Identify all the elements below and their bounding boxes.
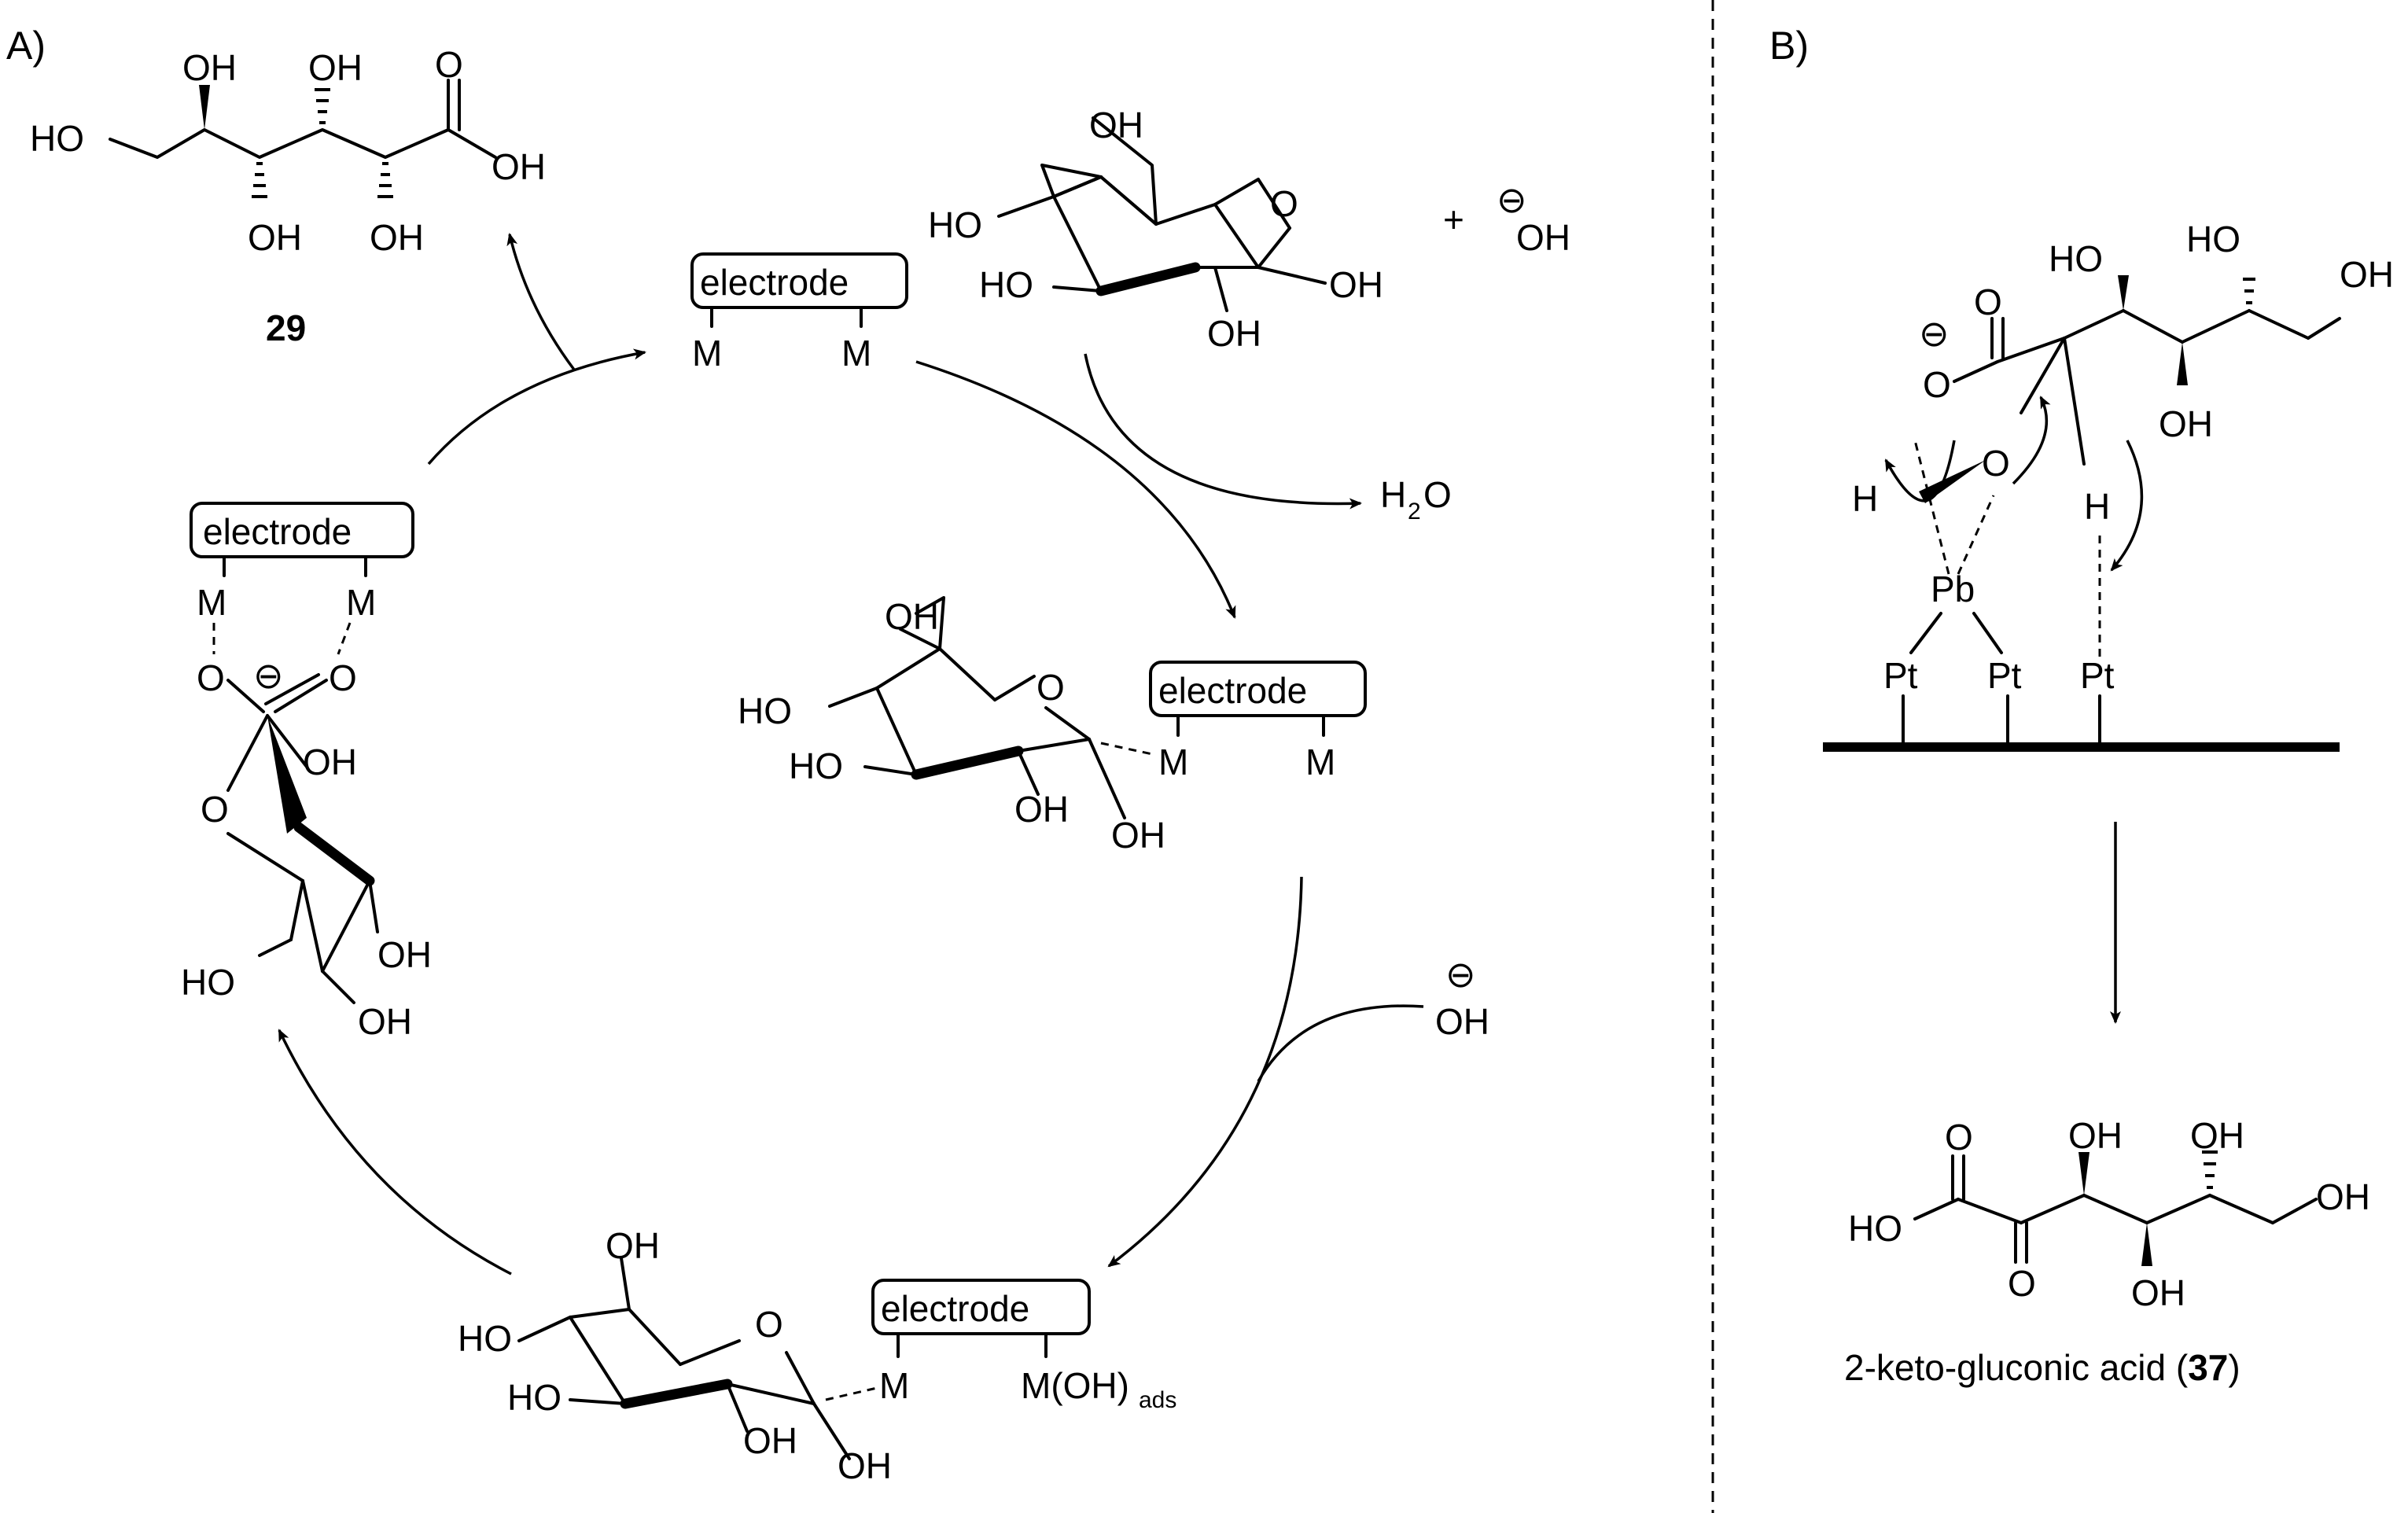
svg-text:OH: OH: [2131, 1272, 2185, 1313]
svg-text:HO: HO: [507, 1377, 561, 1418]
adsorbed-glucose-bottom: OH HO O HO OH OH electrode M M(OH) ads: [458, 1225, 1176, 1486]
svg-text:OH: OH: [743, 1420, 797, 1461]
svg-text:⊖: ⊖: [1497, 179, 1527, 220]
svg-text:⊖: ⊖: [1919, 313, 1950, 354]
glucose-reactant: OH HO O HO OH OH + ⊖ OH: [928, 105, 1570, 354]
svg-text:HO: HO: [928, 204, 982, 245]
svg-text:HO: HO: [30, 118, 84, 159]
svg-text:OH: OH: [1089, 105, 1143, 145]
svg-text:O: O: [1982, 443, 2010, 484]
svg-text:OH: OH: [606, 1225, 660, 1266]
svg-text:+: +: [1443, 199, 1464, 240]
svg-text:M(OH): M(OH): [1021, 1365, 1129, 1406]
svg-text:O: O: [1974, 282, 2002, 322]
svg-text:O: O: [1270, 183, 1298, 224]
adsorbed-glucose-right: OH HO O HO OH OH electrode M M: [738, 596, 1367, 856]
svg-text:O: O: [1945, 1117, 1973, 1158]
svg-text:⊖: ⊖: [253, 655, 284, 696]
water-label: H 2 O: [1380, 474, 1452, 525]
svg-text:Pt: Pt: [1987, 655, 2022, 696]
svg-text:HO: HO: [738, 690, 792, 731]
svg-text:OH: OH: [2190, 1115, 2244, 1156]
svg-text:OH: OH: [885, 596, 939, 637]
svg-text:OH: OH: [248, 217, 302, 258]
svg-text:O: O: [2008, 1263, 2036, 1304]
svg-text:OH: OH: [1329, 264, 1383, 305]
svg-text:M: M: [197, 582, 226, 623]
svg-text:HO: HO: [2186, 219, 2240, 260]
svg-text:OH: OH: [2068, 1115, 2123, 1156]
svg-text:OH: OH: [2316, 1176, 2370, 1217]
svg-text:Pb: Pb: [1931, 569, 1975, 609]
svg-text:OH: OH: [1014, 789, 1069, 830]
electrode-top: electrode M M: [690, 252, 908, 374]
svg-text:M: M: [1305, 742, 1335, 782]
svg-text:H: H: [1380, 474, 1406, 515]
svg-text:OH: OH: [370, 217, 424, 258]
hydroxide-lower: ⊖ OH: [1435, 954, 1489, 1042]
svg-text:HO: HO: [979, 264, 1033, 305]
svg-text:HO: HO: [2049, 238, 2103, 279]
svg-text:⊖: ⊖: [1445, 954, 1476, 995]
svg-text:O: O: [435, 44, 463, 85]
compound-37-label: 2-keto-gluconic acid (37): [1844, 1347, 2240, 1388]
svg-text:OH: OH: [1516, 217, 1570, 258]
svg-text:Pt: Pt: [1883, 655, 1918, 696]
svg-text:HO: HO: [181, 962, 235, 1003]
panel-b-label: B): [1769, 24, 1809, 68]
svg-text:electrode: electrode: [881, 1288, 1029, 1329]
svg-text:HO: HO: [1848, 1208, 1902, 1249]
panel-a-label: A): [6, 24, 46, 68]
svg-text:electrode: electrode: [700, 262, 849, 303]
svg-text:O: O: [1036, 667, 1065, 708]
svg-text:O: O: [1923, 364, 1951, 405]
svg-text:O: O: [197, 657, 225, 698]
svg-text:OH: OH: [2159, 403, 2213, 444]
svg-text:OH: OH: [358, 1001, 412, 1042]
svg-text:Pt: Pt: [2080, 655, 2115, 696]
svg-text:OH: OH: [838, 1445, 892, 1486]
gluconic-acid-29: HO OH OH O OH OH OH 29: [30, 44, 546, 348]
svg-text:HO: HO: [458, 1318, 512, 1359]
lactone-intermediate: electrode M M O O ⊖ O OH HO OH OH: [181, 502, 432, 1042]
svg-text:M: M: [879, 1365, 909, 1406]
svg-text:OH: OH: [377, 934, 432, 975]
svg-text:M: M: [1158, 742, 1188, 782]
svg-text:O: O: [755, 1304, 783, 1345]
svg-text:OH: OH: [1111, 815, 1165, 856]
svg-text:OH: OH: [303, 742, 357, 782]
svg-text:HO: HO: [789, 745, 843, 786]
compound-29-label: 29: [266, 307, 306, 348]
svg-text:electrode: electrode: [1158, 670, 1307, 711]
svg-text:ads: ads: [1139, 1387, 1176, 1413]
svg-text:O: O: [201, 789, 229, 830]
pb-pt-mechanism: Pt Pt Pt Pb ⊖ O O O H H HO OH HO: [1823, 219, 2394, 1024]
svg-text:OH: OH: [2340, 254, 2394, 295]
svg-text:H: H: [2084, 486, 2110, 527]
svg-text:OH: OH: [308, 47, 363, 88]
svg-text:H: H: [1852, 478, 1878, 519]
svg-text:M: M: [841, 333, 871, 374]
keto-gluconic-acid-37: HO O O OH OH OH OH 2-keto-gluconic acid …: [1844, 1115, 2370, 1388]
svg-text:OH: OH: [492, 146, 546, 187]
cycle-arrows: [278, 233, 1424, 1276]
svg-text:O: O: [329, 657, 357, 698]
svg-text:OH: OH: [182, 47, 237, 88]
svg-text:O: O: [1423, 474, 1452, 515]
svg-text:OH: OH: [1435, 1001, 1489, 1042]
svg-text:M: M: [692, 333, 722, 374]
svg-text:electrode: electrode: [203, 511, 352, 552]
svg-text:OH: OH: [1207, 313, 1261, 354]
svg-text:M: M: [346, 582, 376, 623]
svg-text:2: 2: [1408, 499, 1421, 525]
